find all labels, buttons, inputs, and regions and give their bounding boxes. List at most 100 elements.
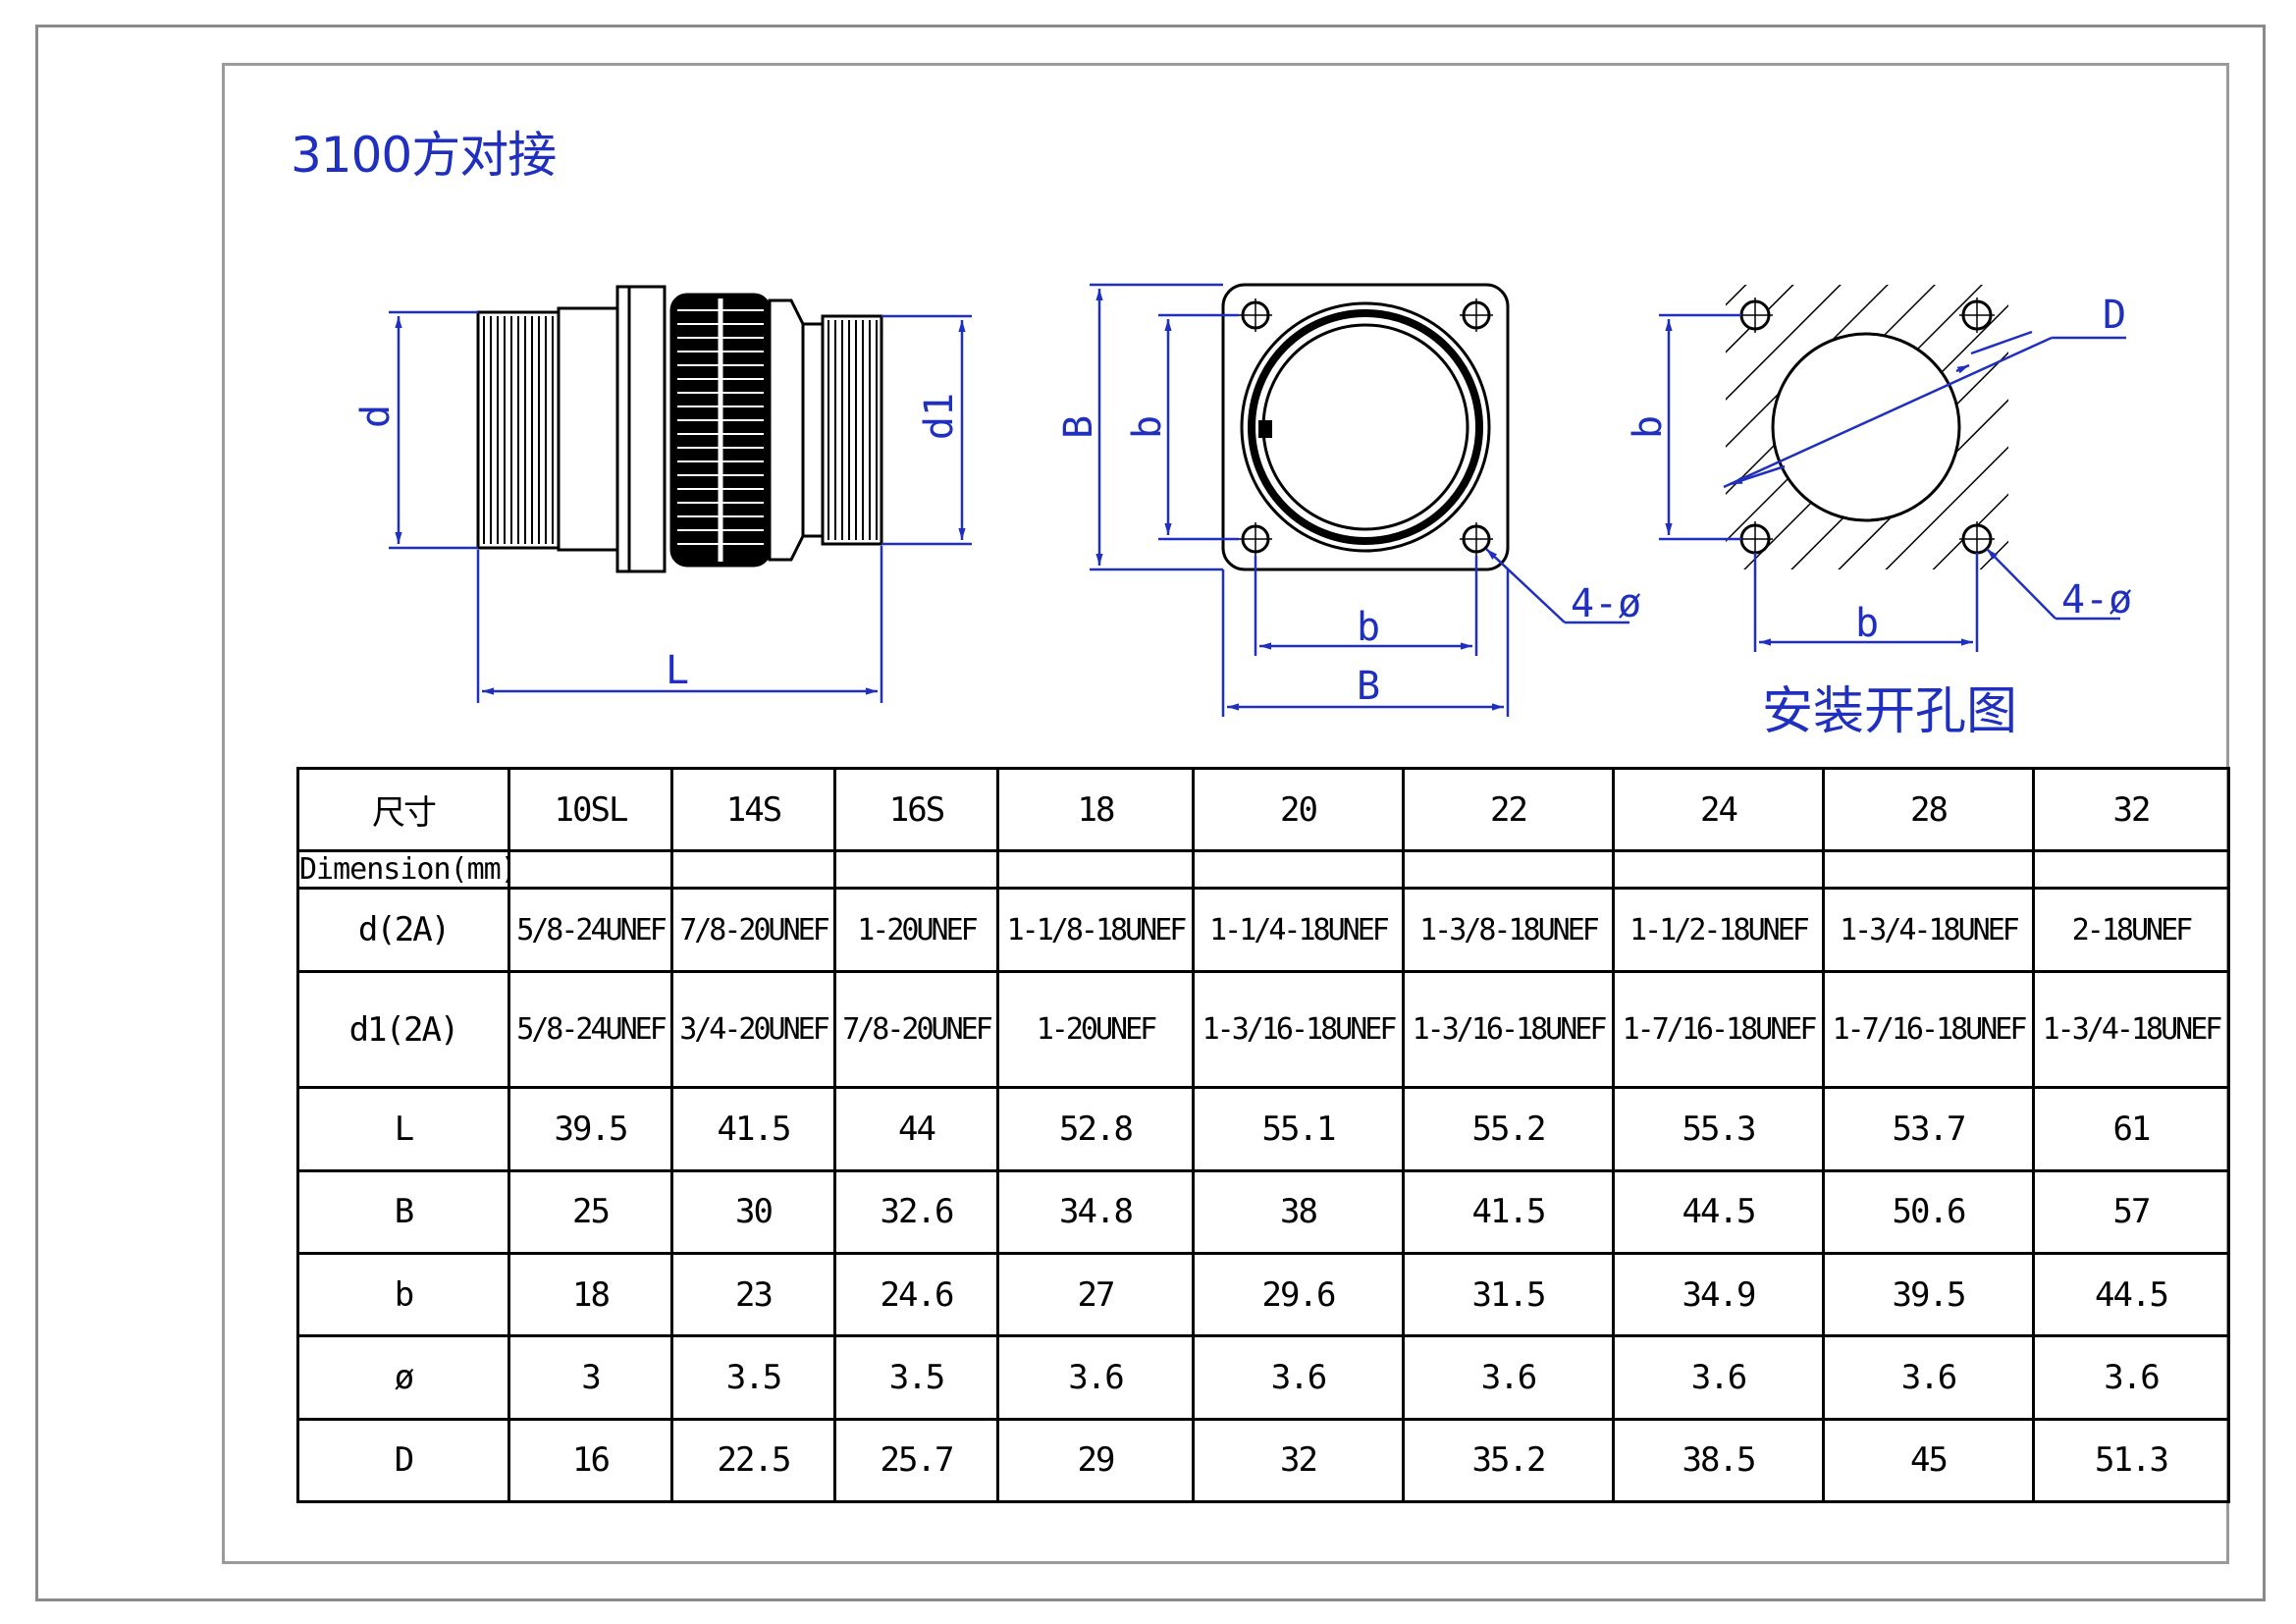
value-cell: 1-1/4-18UNEF (1192, 887, 1405, 973)
label-B-vertical: B (1056, 415, 1101, 439)
value-cell: 24.6 (833, 1251, 999, 1338)
value-cell: 3.6 (1822, 1334, 2035, 1421)
value-cell: 55.3 (1612, 1086, 1825, 1172)
row-label-cell: D (296, 1417, 510, 1504)
shell-size-header: 18 (996, 766, 1195, 853)
header-label-cell: 尺寸 (296, 766, 510, 853)
value-cell: 50.6 (1822, 1168, 2035, 1255)
header-sublabel-cell: Dimension(mm) (296, 849, 510, 891)
label-b-vertical-cutout: b (1626, 415, 1671, 439)
value-cell: 57 (2032, 1168, 2230, 1255)
value-cell: 38 (1192, 1168, 1405, 1255)
value-cell: 3 (507, 1334, 673, 1421)
left-thread-lines (483, 316, 554, 544)
panel-cutout-view (1726, 285, 2008, 569)
value-cell: 7/8-20UNEF (833, 969, 999, 1090)
value-cell: 1-1/8-18UNEF (996, 887, 1195, 973)
value-cell: 1-3/4-18UNEF (2032, 969, 2230, 1090)
value-cell: 7/8-20UNEF (670, 887, 836, 973)
value-cell: 3.5 (670, 1334, 836, 1421)
header-subrow: Dimension(mm) (296, 849, 2230, 891)
value-cell: 1-7/16-18UNEF (1822, 969, 2035, 1090)
value-cell: 1-20UNEF (996, 969, 1195, 1090)
cutout-caption: 安装开孔图 (1762, 682, 2018, 741)
value-cell: 51.3 (2032, 1417, 2230, 1504)
outer-border (35, 25, 2266, 1601)
value-cell: 55.2 (1402, 1086, 1615, 1172)
dimension-labels: d d1 L B b b B 4-ø b b D 4-ø (353, 293, 2132, 709)
value-cell: 2-18UNEF (2032, 887, 2230, 973)
value-cell: 1-7/16-18UNEF (1612, 969, 1825, 1090)
value-cell: 39.5 (507, 1086, 673, 1172)
value-cell: 61 (2032, 1086, 2230, 1172)
shell-size-header: 20 (1192, 766, 1405, 853)
row-label-cell: d(2A) (296, 887, 510, 973)
value-cell: 41.5 (670, 1086, 836, 1172)
value-cell: 18 (507, 1251, 673, 1338)
label-hole-flange: 4-ø (1571, 581, 1641, 626)
value-cell: 3.6 (1612, 1334, 1825, 1421)
value-cell: 3.6 (1192, 1334, 1405, 1421)
value-cell: 35.2 (1402, 1417, 1615, 1504)
flange-front-view (1221, 283, 1510, 571)
value-cell: 1-3/8-18UNEF (1402, 887, 1615, 973)
knurl-pattern (677, 298, 764, 562)
value-cell: 30 (670, 1168, 836, 1255)
right-thread-lines (828, 320, 878, 540)
value-cell: 5/8-24UNEF (507, 887, 673, 973)
label-b-vertical: b (1125, 415, 1170, 439)
shell-size-header: 32 (2032, 766, 2230, 853)
value-cell: 3.6 (996, 1334, 1195, 1421)
flange-view-dimensions (1090, 283, 1629, 717)
label-d1: d1 (917, 393, 962, 440)
value-cell: 22.5 (670, 1417, 836, 1504)
label-b-horizontal-cutout: b (1855, 601, 1879, 646)
value-cell: 44 (833, 1086, 999, 1172)
value-cell: 44.5 (2032, 1251, 2230, 1338)
label-b-horizontal: b (1357, 605, 1380, 650)
shell-size-header: 28 (1822, 766, 2035, 853)
value-cell: 23 (670, 1251, 836, 1338)
shell-size-header: 10SL (507, 766, 673, 853)
label-D: D (2103, 293, 2126, 338)
shell-size-header: 14S (670, 766, 836, 853)
value-cell: 1-3/16-18UNEF (1402, 969, 1615, 1090)
value-cell: 45 (1822, 1417, 2035, 1504)
dimension-table: 尺寸 10SL 14S 16S 18 20 22 24 28 32 Dimens… (296, 766, 2230, 1504)
value-cell: 3.5 (833, 1334, 999, 1421)
value-cell: 5/8-24UNEF (507, 969, 673, 1090)
value-cell: 34.9 (1612, 1251, 1825, 1338)
value-cell: 55.1 (1192, 1086, 1405, 1172)
row-label-cell: d1(2A) (296, 969, 510, 1090)
value-cell: 38.5 (1612, 1417, 1825, 1504)
label-L: L (666, 648, 689, 693)
value-cell: 1-1/2-18UNEF (1612, 887, 1825, 973)
value-cell: 44.5 (1612, 1168, 1825, 1255)
connector-side-view (476, 285, 883, 573)
value-cell: 29 (996, 1417, 1195, 1504)
value-cell: 27 (996, 1251, 1195, 1338)
shell-size-header: 24 (1612, 766, 1825, 853)
row-label-cell: ø (296, 1334, 510, 1421)
value-cell: 53.7 (1822, 1086, 2035, 1172)
label-B-horizontal: B (1357, 664, 1380, 709)
row-label-cell: B (296, 1168, 510, 1255)
value-cell: 1-20UNEF (833, 887, 999, 973)
value-cell: 1-3/4-18UNEF (1822, 887, 2035, 973)
value-cell: 41.5 (1402, 1168, 1615, 1255)
header-row: 尺寸 10SL 14S 16S 18 20 22 24 28 32 (296, 766, 2230, 853)
value-cell: 16 (507, 1417, 673, 1504)
value-cell: 32 (1192, 1417, 1405, 1504)
shell-size-header: 22 (1402, 766, 1615, 853)
value-cell: 3/4-20UNEF (670, 969, 836, 1090)
side-view-dimensions (389, 310, 972, 703)
row-label-cell: b (296, 1251, 510, 1338)
